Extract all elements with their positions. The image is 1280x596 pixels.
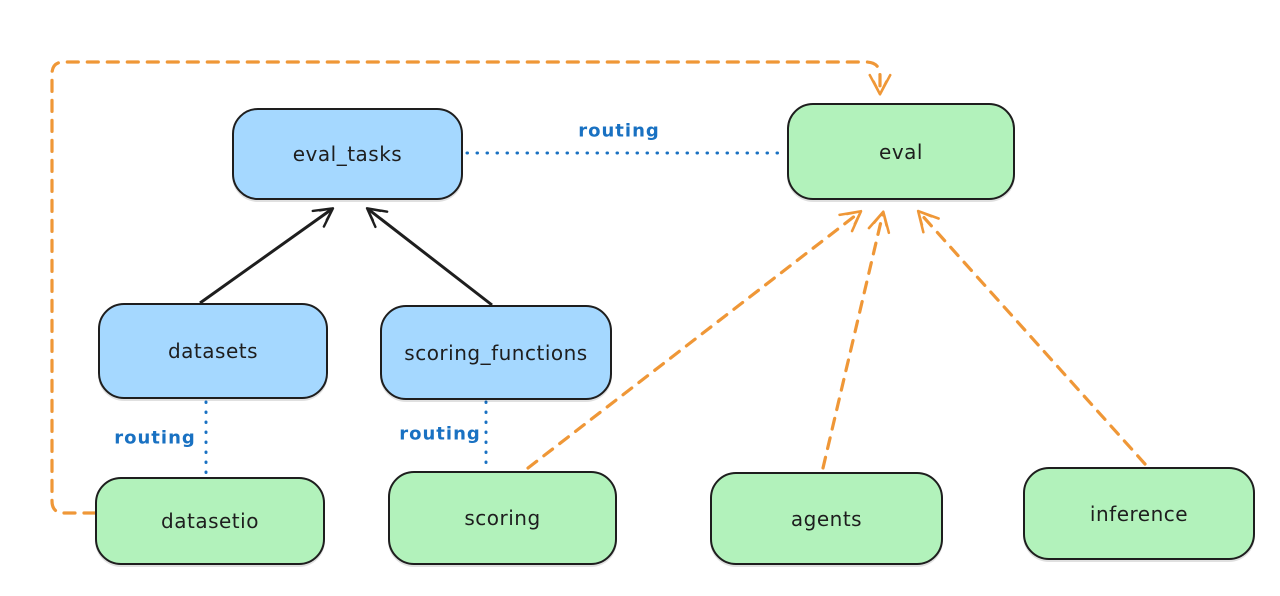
node-eval: eval — [787, 103, 1015, 200]
edge-datasets-to-eval-tasks — [199, 207, 335, 305]
node-eval-tasks: eval_tasks — [232, 108, 463, 200]
node-inference-label: inference — [1089, 501, 1189, 526]
edge-label-routing-mid: routing — [399, 423, 481, 445]
node-datasets-label: datasets — [167, 339, 259, 363]
node-datasetio: datasetio — [95, 477, 325, 565]
node-datasets: datasets — [98, 303, 328, 399]
node-scoring-functions: scoring_functions — [380, 305, 612, 400]
node-eval-tasks-label: eval_tasks — [292, 142, 403, 166]
node-datasetio-label: datasetio — [161, 509, 259, 533]
node-agents: agents — [710, 472, 943, 565]
edge-label-routing-top: routing — [578, 120, 660, 142]
node-inference: inference — [1023, 467, 1255, 560]
node-agents-label: agents — [790, 506, 863, 531]
edge-inference-to-eval — [916, 209, 1147, 466]
node-scoring-label: scoring — [464, 506, 541, 530]
node-scoring: scoring — [388, 471, 617, 565]
edge-agents-to-eval — [821, 210, 891, 470]
node-eval-label: eval — [879, 139, 923, 164]
edge-label-routing-left: routing — [114, 427, 196, 449]
edge-scoring-functions-to-eval-tasks — [365, 207, 493, 307]
edge-datasetio-to-eval — [50, 60, 892, 515]
node-scoring-functions-label: scoring_functions — [404, 340, 588, 365]
edge-scoring-to-eval — [526, 209, 863, 470]
